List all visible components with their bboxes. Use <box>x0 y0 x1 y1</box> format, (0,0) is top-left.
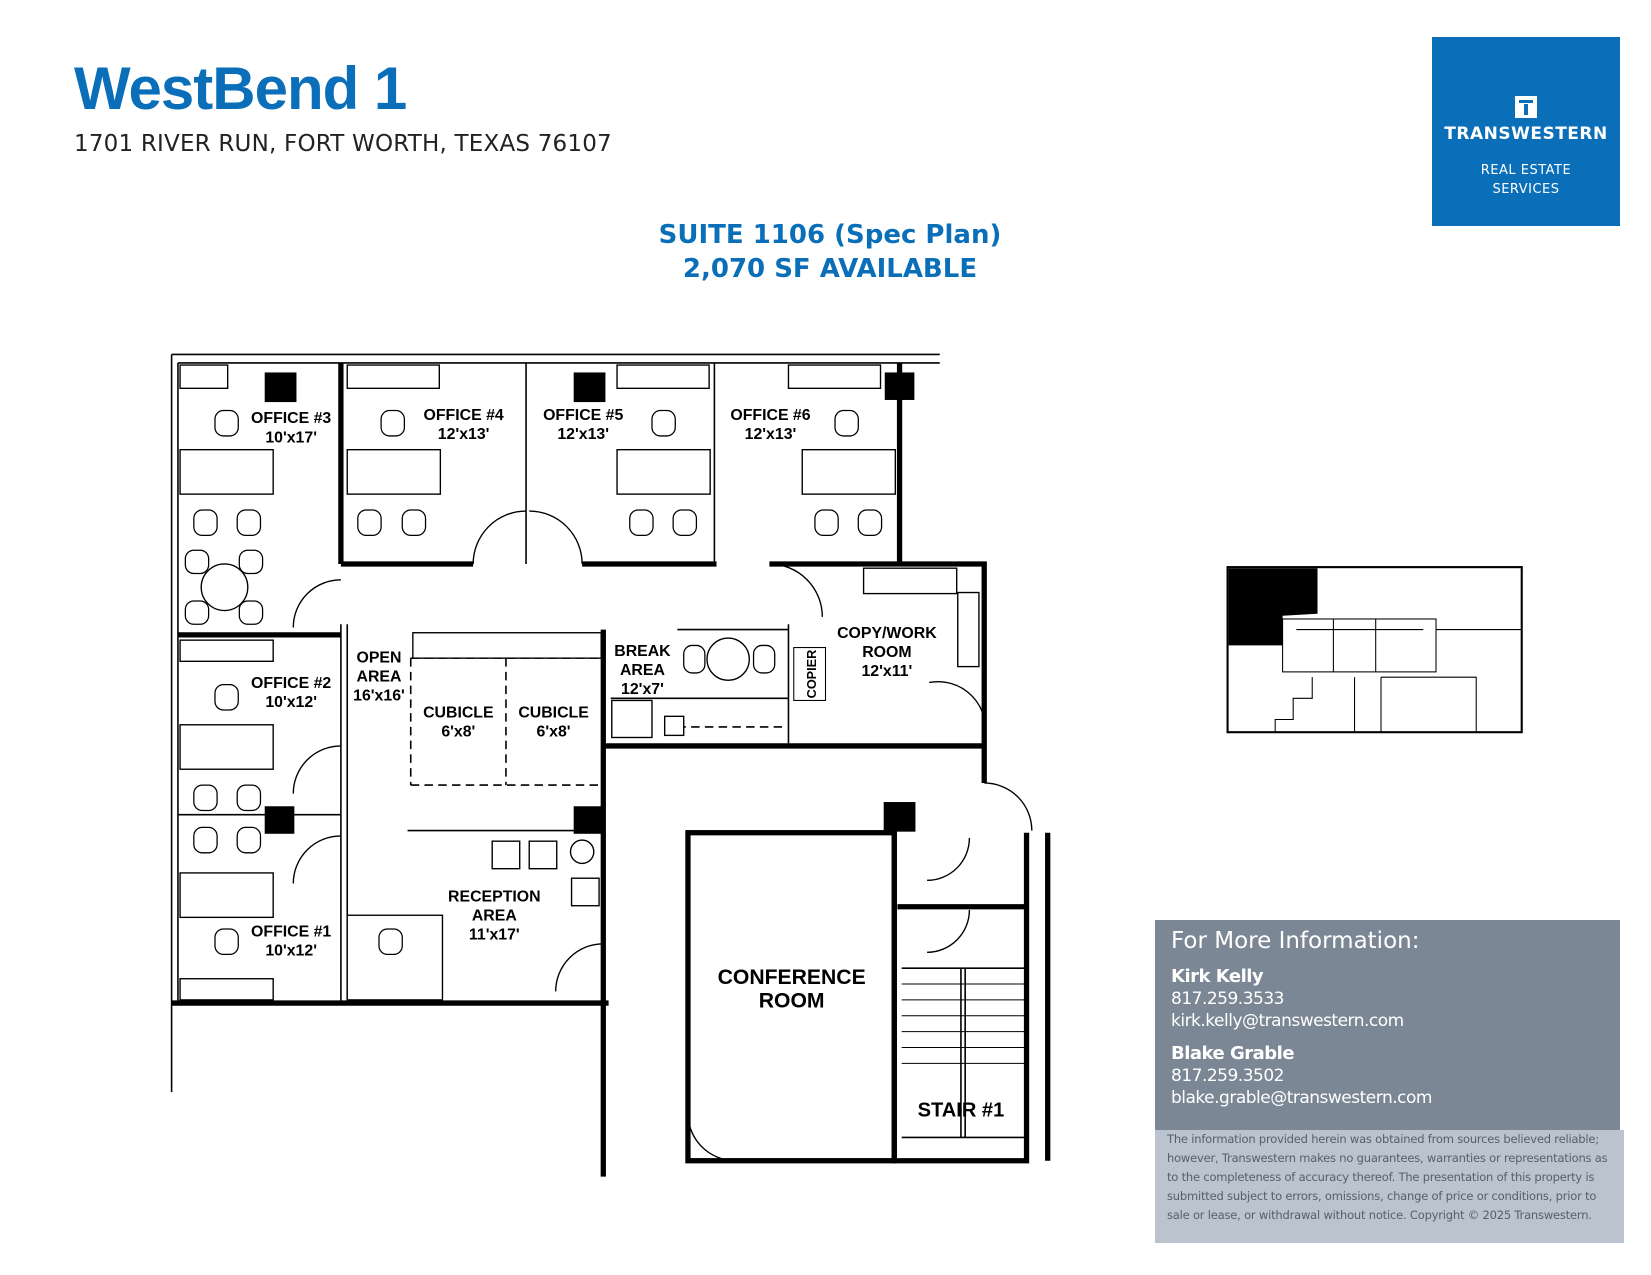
room-labels: OFFICE #3 10'x17' OFFICE #4 12'x13' OFFI… <box>251 407 1004 1121</box>
room-name: OFFICE #6 <box>730 407 810 424</box>
key-plan <box>1226 566 1523 734</box>
transwestern-t-icon <box>1515 96 1537 118</box>
contact-phone[interactable]: 817.259.3533 <box>1171 989 1284 1009</box>
disclaimer: The information provided herein was obta… <box>1155 1130 1624 1243</box>
logo-name: TRANSWESTERN <box>1444 124 1608 144</box>
room-size: 12'x13' <box>557 426 609 443</box>
furniture <box>179 364 980 1001</box>
contact-email[interactable]: blake.grable@transwestern.com <box>1171 1088 1432 1108</box>
suite-available: 2,070 SF AVAILABLE <box>682 254 978 284</box>
room-name: OFFICE #5 <box>543 407 623 424</box>
contact-panel: For More Information: Kirk Kelly 817.259… <box>1155 920 1620 1130</box>
room-size: 12'x11' <box>861 663 912 680</box>
room-name: CUBICLE <box>518 704 589 721</box>
contact-name: Kirk Kelly <box>1171 966 1264 987</box>
logo-tagline-1: REAL ESTATE <box>1480 163 1572 178</box>
contact-name: Blake Grable <box>1171 1043 1295 1064</box>
room-size: 6'x8' <box>441 723 475 740</box>
room-size: 11'x17' <box>469 927 520 944</box>
transwestern-logo: TRANSWESTERN REAL ESTATE SERVICES <box>1432 37 1620 226</box>
room-size: 12'x13' <box>745 426 797 443</box>
contact-phone[interactable]: 817.259.3502 <box>1171 1066 1284 1086</box>
contact-email[interactable]: kirk.kelly@transwestern.com <box>1171 1011 1404 1031</box>
property-address: 1701 RIVER RUN, FORT WORTH, TEXAS 76107 <box>74 131 612 157</box>
room-name: CUBICLE <box>423 704 494 721</box>
room-size: 6'x8' <box>537 723 571 740</box>
room-name: OFFICE #2 <box>251 675 331 692</box>
room-name: OFFICE #1 <box>251 923 331 940</box>
logo-tagline: REAL ESTATE SERVICES <box>1432 161 1620 199</box>
room-size: 12'x7' <box>621 681 664 698</box>
room-name: ROOM <box>862 644 911 661</box>
plan-thick-walls <box>171 362 1051 1177</box>
stair-treads <box>901 983 1025 1064</box>
copier <box>793 647 827 701</box>
room-size: 12'x13' <box>438 426 490 443</box>
room-name: BREAK <box>614 643 671 660</box>
chairs <box>184 409 883 956</box>
room-size: 10'x12' <box>265 694 317 711</box>
columns <box>264 372 916 834</box>
room-name: ROOM <box>759 989 825 1012</box>
logo-tagline-2: SERVICES <box>1492 182 1560 197</box>
room-size: 10'x12' <box>265 942 317 959</box>
property-title: WestBend 1 <box>74 55 407 122</box>
suite-title: SUITE 1106 (Spec Plan) <box>658 220 1002 250</box>
room-name: AREA <box>620 662 665 679</box>
room-name: RECEPTION <box>448 888 541 905</box>
room-size: 16'x16' <box>353 687 405 704</box>
room-name: OPEN <box>357 649 402 666</box>
room-name: OFFICE #3 <box>251 410 331 427</box>
contact-heading: For More Information: <box>1171 928 1420 954</box>
room-name: STAIR #1 <box>918 1099 1005 1121</box>
copier-label: COPIER <box>805 650 819 699</box>
room-name: AREA <box>357 668 402 685</box>
room-size: 10'x17' <box>265 429 317 446</box>
room-name: CONFERENCE <box>718 966 866 989</box>
room-name: OFFICE #4 <box>424 407 504 424</box>
door-swings <box>292 510 1033 1162</box>
plan-thin-walls <box>170 353 1025 1139</box>
room-name: COPY/WORK <box>837 625 937 642</box>
room-name: AREA <box>472 908 517 925</box>
